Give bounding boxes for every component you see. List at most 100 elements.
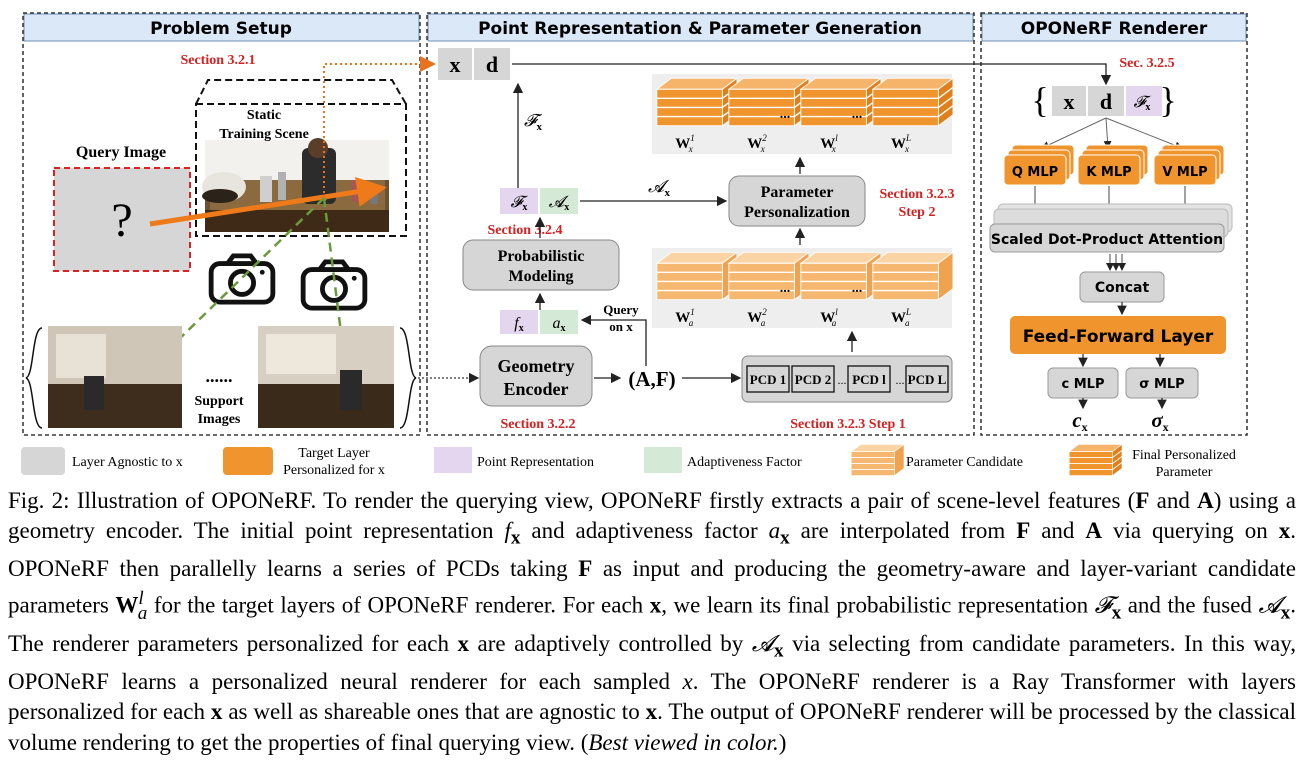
panel-point-representation: Point Representation & Parameter Generat… xyxy=(426,12,975,436)
figure-caption: Fig. 2: Illustration of OPONeRF. To rend… xyxy=(8,488,1296,755)
legend-swatch-adaptive xyxy=(644,447,682,473)
panel-title-renderer: OPONeRF Renderer xyxy=(1021,19,1208,39)
fx-init-box xyxy=(500,310,538,334)
legend-final-label-2: Parameter xyxy=(1156,465,1213,480)
attention-label: Scaled Dot-Product Attention xyxy=(991,232,1223,248)
af-label: (A,F) xyxy=(628,367,675,391)
candidate-param-slab xyxy=(728,251,809,301)
legend-swatch-candidate xyxy=(850,443,904,477)
legend-swatch-final xyxy=(1068,443,1122,477)
input-x-box xyxy=(438,48,472,80)
geometry-encoder-label-1: Geometry xyxy=(498,356,575,376)
attention-stack: Scaled Dot-Product Attention xyxy=(989,203,1233,253)
param-personalization-label-1: Parameter xyxy=(761,184,834,201)
c-output: cx xyxy=(1072,408,1087,434)
camera-icon xyxy=(211,256,273,302)
pcd-box xyxy=(746,365,790,393)
fx-box xyxy=(500,188,538,214)
slab-dots: ... xyxy=(780,107,791,122)
pcd-label: PCD 1 xyxy=(750,372,786,387)
slab-dots: ... xyxy=(852,281,863,296)
renderer-d-label: d xyxy=(1100,89,1112,114)
prob-modeling-label-1: Probabilistic xyxy=(498,248,585,265)
legend-adaptive-label: Adaptiveness Factor xyxy=(687,455,802,470)
query-on-x-label-2: on x xyxy=(609,319,633,334)
pcd-label: PCD l xyxy=(852,372,886,387)
ffl-box xyxy=(1010,316,1226,354)
slab-dots: ... xyxy=(780,281,791,296)
ffl-label: Feed-Forward Layer xyxy=(1023,327,1214,347)
v-mlp-stack: V MLP xyxy=(1153,144,1225,186)
query-on-x-label-1: Query xyxy=(603,302,639,317)
input-to-qkv-arrows xyxy=(1041,117,1183,150)
brace-left: { xyxy=(1031,80,1048,120)
legend-swatch-agnostic xyxy=(21,447,65,475)
pcd-box xyxy=(847,365,891,393)
legend-swatch-target xyxy=(223,447,273,475)
legend-target-label-2: Personalized for x xyxy=(283,463,385,478)
section-323-step2-label-1: Section 3.2.3 xyxy=(879,187,954,202)
param-personalization-label-2: Personalization xyxy=(744,204,850,221)
geometry-encoder-label-2: Encoder xyxy=(504,379,569,399)
af-query-arrow xyxy=(580,314,647,366)
query-image-label: Query Image xyxy=(76,144,166,161)
legend-target-label-1: Target Layer xyxy=(298,446,370,461)
geometry-encoder-box xyxy=(479,345,593,407)
candidate-param-slab xyxy=(872,251,953,301)
ax-arrow-label: 𝓐x xyxy=(648,177,670,199)
static-label-2: Training Scene xyxy=(219,127,309,142)
final-param-slab xyxy=(872,77,953,127)
pcd-box xyxy=(905,365,949,393)
query-question-mark: ? xyxy=(111,194,132,247)
ax-init-label: ax xyxy=(553,315,566,334)
concat-label: Concat xyxy=(1095,280,1150,296)
pcd-box xyxy=(791,365,835,393)
c-mlp-label: c MLP xyxy=(1062,377,1105,392)
final-param-slab xyxy=(656,77,737,127)
xd-to-renderer-arrow xyxy=(512,63,1112,86)
pcd-label: PCD 2 xyxy=(795,372,831,387)
panel-title-point-representation: Point Representation & Parameter Generat… xyxy=(478,19,922,39)
ax-box xyxy=(540,188,578,214)
legend-agnostic-label: Layer Agnostic to x xyxy=(72,455,183,470)
final-param-slab xyxy=(800,77,881,127)
section-325-label: Sec. 3.2.5 xyxy=(1119,56,1174,71)
input-d-box xyxy=(474,48,510,80)
brace-right: } xyxy=(1159,80,1176,120)
static-label-1: Static xyxy=(247,108,281,123)
prob-modeling-box xyxy=(462,239,620,291)
candidate-param-slab xyxy=(800,251,881,301)
pcd-label: PCD L xyxy=(908,372,947,387)
fx-init-label: fx xyxy=(514,315,523,334)
support-ellipsis: ...... xyxy=(206,366,233,386)
section-323-step1-label: Section 3.2.3 Step 1 xyxy=(790,417,906,432)
support-images: ...... Support Images xyxy=(25,326,417,429)
param-personalization-box xyxy=(728,175,866,227)
ax-init-box xyxy=(540,310,578,334)
training-scene-frustum: Static Training Scene xyxy=(195,79,407,237)
final-param-slab xyxy=(728,77,809,127)
fx-arrow-label: 𝓕x xyxy=(524,111,543,133)
query-ray-arrow xyxy=(149,177,387,227)
camera-icon xyxy=(303,262,365,308)
figure-diagram: Problem Setup Point Representation & Par… xyxy=(21,12,1248,480)
sigma-output: σx xyxy=(1151,408,1168,434)
section-322-label: Section 3.2.2 xyxy=(500,417,575,432)
legend-final-label-1: Final Personalized xyxy=(1132,448,1236,463)
k-mlp-stack: K MLP xyxy=(1077,144,1149,186)
prob-modeling-label-2: Modeling xyxy=(509,268,574,285)
legend-swatch-point-rep xyxy=(434,447,472,473)
q-mlp-stack: Q MLP xyxy=(1003,144,1075,186)
renderer-fx-box xyxy=(1126,86,1162,116)
sigma-mlp-label: σ MLP xyxy=(1139,377,1184,392)
slab-dots: ... xyxy=(852,107,863,122)
